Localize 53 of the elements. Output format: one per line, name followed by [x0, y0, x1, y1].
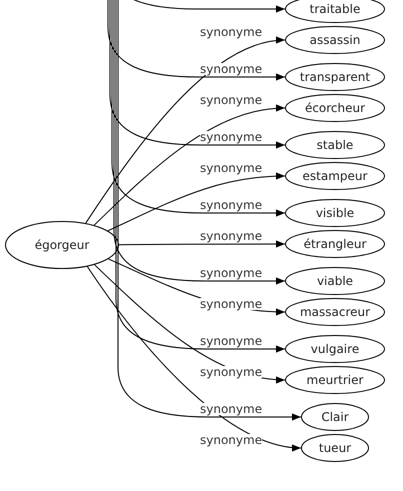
- node-label: écorcheur: [304, 101, 366, 115]
- arrow: [85, 37, 286, 224]
- arrow: [114, 0, 286, 285]
- node-label: traitable: [310, 2, 360, 16]
- ellipse-node: [285, 298, 385, 326]
- ellipse-node: [285, 366, 385, 394]
- edge-label: synonyme: [200, 403, 262, 415]
- node-label: étrangleur: [304, 237, 366, 251]
- edge-label: synonyme: [200, 131, 262, 143]
- edge-label: synonyme: [200, 63, 262, 75]
- ellipse-node: [285, 162, 385, 190]
- arrow: [94, 105, 286, 226]
- ellipse-node: [285, 63, 385, 91]
- arrow: [112, 0, 286, 217]
- node-label: viable: [316, 274, 354, 288]
- ellipse-node: [301, 403, 369, 431]
- ellipse-node: [285, 267, 385, 295]
- node-label: massacreur: [300, 305, 370, 319]
- ellipse-node: [285, 94, 385, 122]
- node-label: Clair: [321, 410, 349, 424]
- node-label: tueur: [318, 441, 352, 455]
- edge-label: synonyme: [200, 162, 262, 174]
- node-label: stable: [316, 138, 354, 152]
- edge-label: synonyme: [200, 366, 262, 378]
- edge-label: synonyme: [200, 199, 262, 211]
- ellipse-node: [301, 434, 369, 462]
- arrow: [86, 266, 302, 451]
- ellipse-node: [285, 335, 385, 363]
- ellipse-node: [5, 221, 119, 269]
- ellipse-node: [285, 131, 385, 159]
- edge-label: synonyme: [200, 434, 262, 446]
- node-label: transparent: [300, 70, 370, 84]
- edge-label: synonyme: [200, 94, 262, 106]
- ellipse-node: [285, 230, 385, 258]
- edge-label: synonyme: [200, 335, 262, 347]
- arrow: [116, 0, 286, 353]
- node-label: meurtrier: [306, 373, 364, 387]
- arrow: [107, 172, 286, 232]
- edge-label: synonyme: [200, 267, 262, 279]
- arrow: [110, 0, 286, 149]
- edge-label: synonyme: [200, 26, 262, 38]
- node-label: vulgaire: [310, 342, 360, 356]
- edge-label: synonyme: [200, 230, 262, 242]
- node-label: estampeur: [302, 169, 368, 183]
- ellipse-node: [285, 199, 385, 227]
- node-label: égorgeur: [34, 238, 90, 252]
- node-label: visible: [316, 206, 354, 220]
- edge-label: synonyme: [200, 298, 262, 310]
- arrow: [108, 0, 286, 81]
- ellipse-node: [285, 26, 385, 54]
- arrow: [118, 240, 286, 248]
- node-label: assassin: [310, 33, 360, 47]
- arrow: [118, 0, 302, 421]
